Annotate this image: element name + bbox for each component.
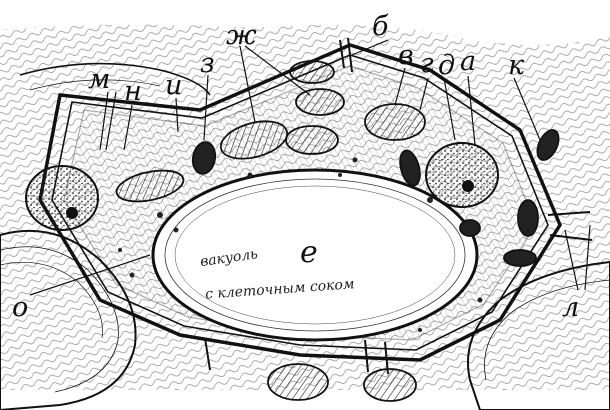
label-z: з <box>200 48 215 79</box>
chloroplast <box>115 60 426 402</box>
label-m: м <box>88 64 110 95</box>
label-o: о <box>12 292 28 323</box>
chloroplast-dark <box>191 129 560 267</box>
label-i: и <box>165 70 182 101</box>
label-d: д <box>438 50 455 81</box>
plasmodesmata <box>204 37 593 375</box>
label-e: е <box>300 235 318 270</box>
leader-lines <box>29 39 591 296</box>
label-a: а <box>460 46 476 77</box>
label-l: л <box>562 292 579 323</box>
label-b: б <box>372 11 389 42</box>
label-zh: ж <box>226 20 257 51</box>
label-n: н <box>124 76 142 107</box>
central-vacuole: вакуоль с клеточным соком <box>151 168 479 342</box>
label-k: к <box>508 50 525 81</box>
mitochondria <box>118 157 483 332</box>
neighbour-cell-top-left <box>19 62 211 96</box>
nucleus <box>425 142 499 208</box>
chloroplasts <box>115 60 560 402</box>
label-v: в <box>398 40 414 71</box>
label-g: г <box>420 48 434 79</box>
vacuole-note-line1: вакуоль <box>199 246 259 270</box>
nucleus-left-cell <box>25 165 99 231</box>
diagram-labels: м н и з ж б в г д а к е о л <box>12 11 579 323</box>
